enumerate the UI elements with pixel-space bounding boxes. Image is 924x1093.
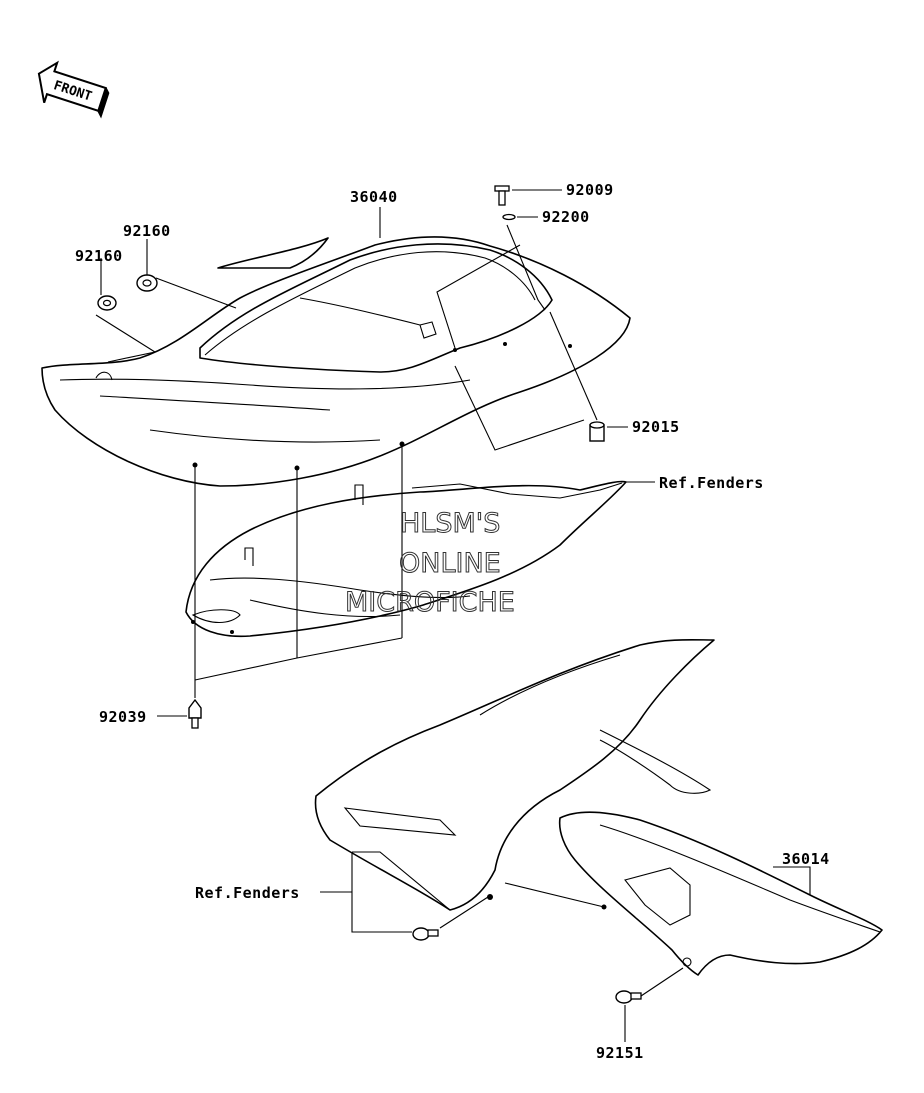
watermark: HLSM'S ONLINE MICROFICHE: [345, 508, 516, 619]
callout-36014: 36014: [782, 850, 830, 868]
callout-92200: 92200: [542, 208, 590, 226]
watermark-line-3: MICROFICHE: [345, 587, 515, 618]
washer-92200-icon: [502, 213, 516, 221]
grommet-92160-icon: [136, 274, 158, 292]
seat-cover-36040: [41, 236, 631, 487]
callout-ref-fenders-lower: Ref.Fenders: [195, 884, 300, 902]
bolt-icon: [412, 927, 439, 941]
callout-92160-upper: 92160: [123, 222, 171, 240]
watermark-line-1: HLSM'S: [400, 508, 500, 539]
clip-92039-icon: [188, 698, 202, 729]
nut-92015-icon: [589, 421, 605, 442]
callout-ref-fenders-upper: Ref.Fenders: [659, 474, 764, 492]
bolt-92151-icon: [615, 990, 642, 1004]
screw-92009-icon: [494, 185, 510, 206]
callout-92039: 92039: [99, 708, 147, 726]
grommet-92160-icon: [97, 295, 117, 311]
callout-92151: 92151: [596, 1044, 644, 1062]
rear-fender: [314, 638, 715, 911]
watermark-line-2: ONLINE: [399, 548, 501, 579]
callout-36040: 36040: [350, 188, 398, 206]
callout-92160-lower: 92160: [75, 247, 123, 265]
front-arrow-icon: FRONT: [37, 60, 110, 119]
leader-lines: [95, 189, 811, 1042]
callout-labels: 36040 92009 92200 92160 92160 92015 Ref.…: [75, 181, 830, 1062]
chain-guard-36014: [558, 811, 883, 976]
callout-92015: 92015: [632, 418, 680, 436]
callout-92009: 92009: [566, 181, 614, 199]
